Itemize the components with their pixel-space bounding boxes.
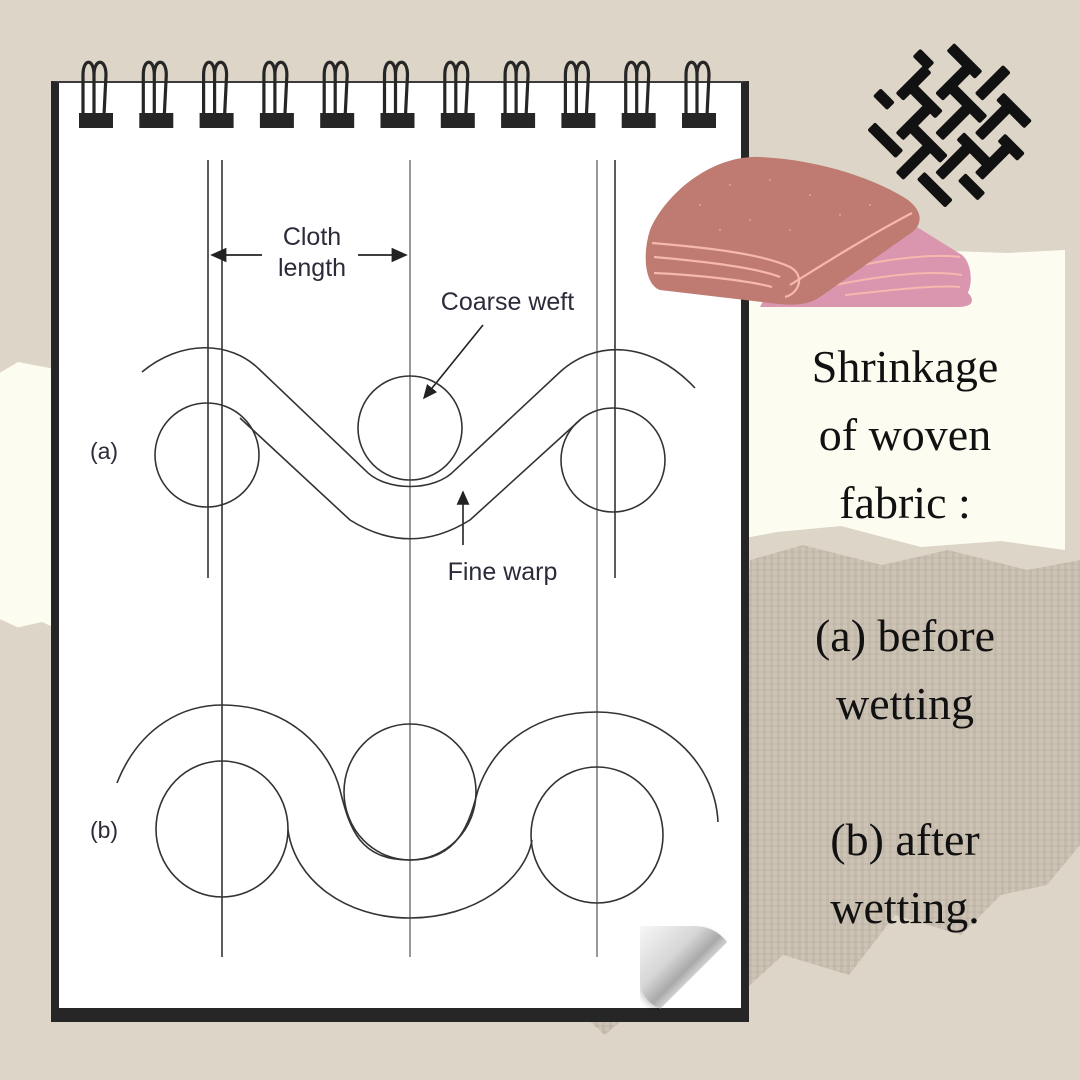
paper-strip-left [0,362,60,630]
title-text: Shrinkage of woven fabric : [760,333,1050,537]
title-line-3: fabric : [839,477,971,528]
caption-a-line-2: wetting [836,678,974,729]
notebook-page [51,81,749,1022]
caption-before-wetting: (a) before wetting [760,602,1050,738]
caption-b-line-2: wetting. [830,882,980,933]
title-line-2: of woven [818,409,992,460]
cloth-label-line-1: Cloth [282,223,342,251]
basket-weave-icon [868,43,1032,207]
panel-b-label: (b) [89,817,119,843]
caption-a-line-1: (a) before [814,610,996,661]
cloth-length-label: Cloth length [262,222,362,284]
coarse-weft-label: Coarse weft [440,288,575,316]
fine-warp-label: Fine warp [447,558,558,586]
title-line-1: Shrinkage [811,341,999,392]
folded-towels-icon [645,156,972,307]
panel-a-weave [141,346,696,540]
cloth-label-line-2: length [277,254,347,282]
caption-after-wetting: (b) after wetting. [760,806,1050,942]
caption-b-line-1: (b) after [830,814,980,865]
warp-reference-lines [207,160,616,957]
panel-a-label: (a) [89,438,119,464]
panel-b-weave [116,704,719,919]
coarse-weft-arrow [422,324,484,400]
